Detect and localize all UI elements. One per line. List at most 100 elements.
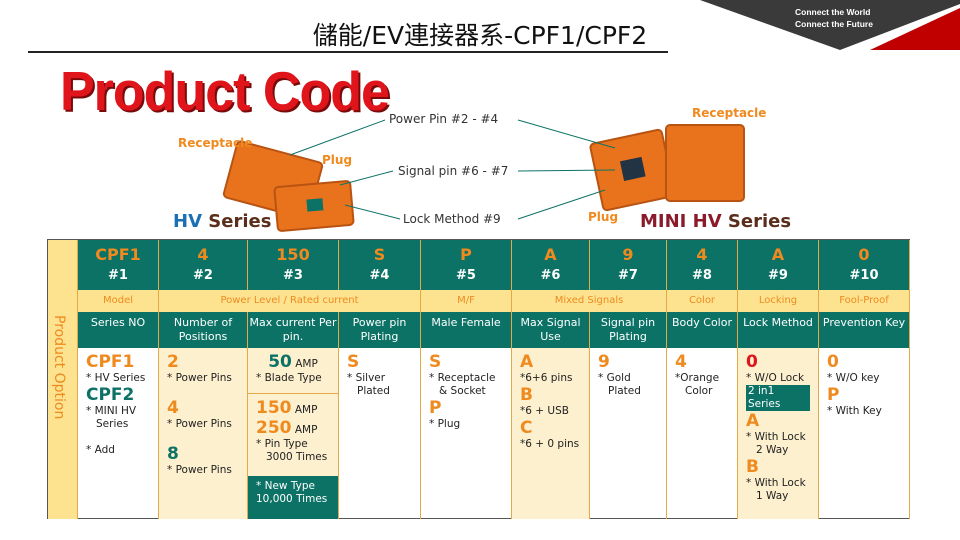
product-option-label: Product Option — [51, 315, 67, 420]
code-header-7: 9#7 — [590, 240, 667, 290]
column-subheader-4: Power pin Plating — [339, 312, 421, 348]
option-text: Plated — [357, 385, 390, 397]
code-header-8: 4#8 — [667, 240, 738, 290]
code-value: 150 — [276, 245, 310, 264]
code-value: P — [460, 245, 472, 264]
option-text: * Power Pins — [167, 464, 232, 476]
option-text: * MINI HV — [86, 405, 137, 417]
code-position: #8 — [692, 268, 712, 283]
code-value: A — [544, 245, 557, 264]
two-in-one-series-badge: 2 in1 Series — [746, 385, 810, 411]
code-value: 0 — [858, 245, 870, 264]
option-text: * Power Pins — [167, 372, 232, 384]
code-header-10: 0#10 — [819, 240, 910, 290]
option-text: 250 — [256, 418, 292, 438]
option-text: * With Lock — [746, 477, 806, 489]
group-label: Power Level / Rated current — [159, 290, 421, 312]
option-text: 2 Way — [756, 444, 789, 456]
receptacle-label-left: Receptacle — [178, 136, 253, 150]
option-text: * W/O key — [827, 372, 880, 384]
option-text: 4 — [675, 352, 687, 372]
column-subheader-5: Male Female — [421, 312, 512, 348]
code-value: CPF1 — [95, 245, 141, 264]
callout-lines — [289, 119, 616, 220]
slogan-line-2: Connect the Future — [795, 19, 873, 29]
series-label: Series — [208, 211, 272, 232]
code-value: 4 — [197, 245, 209, 264]
option-text: * With Lock — [746, 431, 806, 443]
column-subheader-9: Lock Method — [738, 312, 819, 348]
option-text: A — [746, 411, 760, 431]
option-text: Color — [685, 385, 713, 397]
mini-hv-series-label: MINI HV Series — [640, 211, 791, 232]
code-position: #7 — [618, 268, 638, 283]
code-position: #5 — [456, 268, 476, 283]
column-subheader-8: Body Color — [667, 312, 738, 348]
code-value: 9 — [622, 245, 634, 264]
option-text: 4 — [167, 398, 179, 418]
plug-label-right: Plug — [588, 210, 619, 224]
option-text: 8 — [167, 444, 179, 464]
option-text: *6 + 0 pins — [520, 438, 580, 450]
slogan-line-1: Connect the World — [795, 7, 871, 17]
code-header-1: CPF1#1 — [78, 240, 159, 290]
option-text: * Add — [86, 444, 115, 456]
code-header-5: P #5 — [421, 240, 512, 290]
option-text: CPF2 — [86, 385, 135, 405]
code-position: #10 — [849, 268, 879, 283]
group-label: Fool-Proof — [819, 290, 910, 312]
group-label: Model — [78, 290, 159, 312]
option-text: & Socket — [439, 385, 486, 397]
group-label: M/F — [421, 290, 512, 312]
code-position: #3 — [283, 268, 303, 283]
option-text: 0 — [827, 352, 839, 372]
column-subheader-7: Signal pin Plating — [590, 312, 667, 348]
group-label: Mixed Signals — [512, 290, 667, 312]
option-text: *6 + USB — [520, 405, 569, 417]
column-subheader-6: Max Signal Use — [512, 312, 590, 348]
power-pin-callout: Power Pin #2 - #4 — [389, 112, 499, 126]
option-text: 2 — [167, 352, 179, 372]
option-text: B — [520, 385, 533, 405]
code-position: #2 — [193, 268, 213, 283]
option-text: AMP — [294, 404, 318, 416]
option-text: C — [520, 418, 533, 438]
option-text: CPF1 — [86, 352, 135, 372]
option-text: * Blade Type — [256, 372, 322, 384]
option-text: *6+6 pins — [520, 372, 573, 384]
series-label: Series — [727, 211, 792, 232]
code-header-4: S#4 — [339, 240, 421, 290]
option-text: P — [827, 385, 840, 405]
code-header-6: A #6 — [512, 240, 590, 290]
product-code-heading: Product Code — [60, 61, 390, 123]
option-50amp: 50 AMP* Blade Type — [248, 348, 339, 394]
code-position: #6 — [540, 268, 561, 283]
plug-label-left: Plug — [322, 153, 353, 167]
column-subheader-1: Series NO — [78, 312, 159, 348]
product-option-sidebar: Product Option — [48, 240, 78, 519]
page-title: 儲能/EV連接器系-CPF1/CPF2 — [312, 21, 648, 50]
code-header-3: 150#3 — [248, 240, 339, 290]
option-text: * Plug — [429, 418, 461, 430]
option-text: Series — [96, 418, 129, 430]
column-subheader-10: Prevention Key — [819, 312, 910, 348]
option-text: * New Type — [256, 480, 315, 492]
option-text: * Receptacle — [429, 372, 496, 384]
code-header-9: A#9 — [738, 240, 819, 290]
option-text: 9 — [598, 352, 610, 372]
option-text: 3000 Times — [266, 451, 328, 463]
column-subheader-2: Number of Positions — [159, 312, 248, 348]
group-label: Locking — [738, 290, 819, 312]
code-value: 4 — [696, 245, 708, 264]
option-text: Plated — [608, 385, 641, 397]
